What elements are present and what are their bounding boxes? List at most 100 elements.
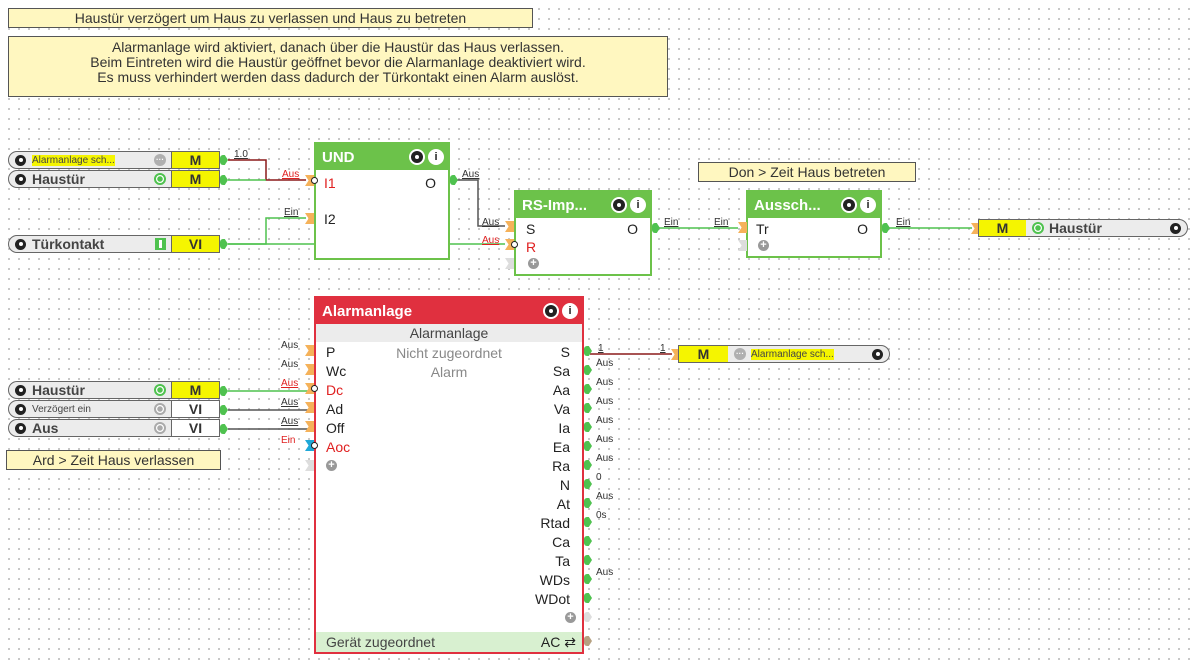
input-port[interactable]: [305, 175, 314, 186]
output-port[interactable]: [584, 346, 592, 356]
output-value-label: Aus: [596, 415, 614, 426]
input-port[interactable]: [305, 402, 314, 413]
block-title: Alarmanlage: [322, 302, 413, 320]
source-node-haustuer[interactable]: Haustür M: [8, 170, 228, 188]
und-block[interactable]: UND i I1 I2 O: [314, 142, 450, 260]
wire-label: Aus: [482, 235, 500, 246]
add-input-icon[interactable]: +: [528, 258, 539, 269]
output-port[interactable]: [584, 536, 592, 546]
contact-bar-icon: [155, 238, 166, 250]
output-pin: WDot: [535, 591, 570, 607]
info-icon[interactable]: i: [562, 303, 578, 319]
output-port[interactable]: [584, 593, 592, 603]
sink-node-haustuer[interactable]: M Haustür: [978, 219, 1188, 237]
output-port[interactable]: [584, 384, 592, 394]
output-port[interactable]: [220, 155, 228, 165]
rs-imp-block[interactable]: RS-Imp... i S R O +: [514, 190, 652, 276]
gear-icon[interactable]: [872, 348, 883, 360]
source-node-alarmanlage[interactable]: Alarmanlage sch... M: [8, 151, 228, 169]
input-port[interactable]: [505, 221, 514, 232]
output-port[interactable]: [652, 223, 660, 233]
output-port[interactable]: [220, 239, 228, 249]
wire-tuerkontakt-to-und-i2: [228, 217, 306, 245]
block-footer: Gerät zugeordnet AC ⇄: [316, 632, 582, 652]
output-port[interactable]: [584, 479, 592, 489]
output-port[interactable]: [450, 175, 458, 185]
input-port[interactable]: [305, 364, 314, 375]
ac-port[interactable]: [584, 636, 592, 646]
input-port[interactable]: [305, 383, 314, 394]
output-port[interactable]: [584, 422, 592, 432]
output-pin: N: [559, 477, 570, 493]
settings-icon[interactable]: [543, 303, 559, 319]
node-label: Alarmanlage sch...: [32, 154, 115, 166]
gear-icon[interactable]: [15, 403, 26, 415]
output-port[interactable]: [882, 223, 890, 233]
input-pin-p: P: [326, 344, 336, 360]
input-value-label: Aus: [281, 416, 299, 427]
output-value-label: Aus: [596, 396, 614, 407]
add-input-icon[interactable]: +: [326, 460, 337, 471]
output-port[interactable]: [584, 555, 592, 565]
input-port[interactable]: [305, 345, 314, 356]
gear-icon[interactable]: [15, 384, 26, 396]
output-port[interactable]: [220, 175, 228, 185]
sink-node-alarmanlage[interactable]: M Alarmanlage sch...: [678, 345, 890, 363]
gear-icon[interactable]: [15, 238, 26, 250]
output-port[interactable]: [220, 386, 228, 396]
output-port[interactable]: [584, 498, 592, 508]
source-node-tuerkontakt[interactable]: Türkontakt VI: [8, 235, 228, 253]
output-port[interactable]: [584, 460, 592, 470]
input-port[interactable]: [971, 223, 980, 234]
add-input-port[interactable]: [505, 258, 514, 269]
gear-icon[interactable]: [15, 173, 26, 185]
input-port[interactable]: [305, 213, 314, 224]
output-value-label: Aus: [596, 377, 614, 388]
output-pin: Aa: [552, 382, 570, 398]
input-port[interactable]: [505, 239, 514, 250]
diagram-title-comment[interactable]: Haustür verzögert um Haus zu verlassen u…: [8, 8, 533, 28]
add-output-icon[interactable]: +: [565, 612, 576, 623]
output-pin: S: [560, 344, 570, 360]
settings-icon[interactable]: [611, 197, 627, 213]
source-node-haustuer-2[interactable]: Haustür M: [8, 381, 228, 399]
ausschaltverzoegerung-block[interactable]: Aussch... i Tr O +: [746, 190, 882, 258]
settings-icon[interactable]: [841, 197, 857, 213]
add-input-icon[interactable]: +: [758, 240, 769, 251]
invert-marker: [511, 241, 518, 248]
source-node-aus[interactable]: Aus VI: [8, 419, 228, 437]
block-title: UND: [322, 148, 355, 166]
output-port[interactable]: [584, 403, 592, 413]
input-port[interactable]: [305, 440, 314, 451]
input-port[interactable]: [305, 421, 314, 432]
node-label: Aus: [32, 420, 59, 436]
add-input-port[interactable]: [305, 460, 314, 471]
input-pin-wc: Wc: [326, 363, 347, 379]
output-port[interactable]: [220, 405, 228, 415]
output-value-label: Aus: [596, 491, 614, 502]
output-port[interactable]: [584, 517, 592, 527]
output-pin: Ea: [552, 439, 570, 455]
info-icon[interactable]: i: [630, 197, 646, 213]
status-dots-icon: [734, 348, 746, 360]
info-icon[interactable]: i: [860, 197, 876, 213]
output-port[interactable]: [584, 365, 592, 375]
gear-icon[interactable]: [1170, 222, 1181, 234]
gear-icon[interactable]: [15, 154, 26, 166]
alarmanlage-block[interactable]: Alarmanlage i Alarmanlage Nicht zugeordn…: [314, 296, 584, 654]
input-port[interactable]: [671, 349, 680, 360]
settings-icon[interactable]: [409, 149, 425, 165]
gear-icon[interactable]: [15, 422, 26, 434]
don-note-comment[interactable]: Don > Zeit Haus betreten: [698, 162, 916, 182]
add-input-port[interactable]: [738, 240, 747, 251]
node-type: M: [172, 381, 220, 399]
output-port[interactable]: [584, 441, 592, 451]
input-port[interactable]: [738, 222, 747, 233]
output-port[interactable]: [584, 574, 592, 584]
add-output-port[interactable]: [584, 612, 592, 622]
description-comment[interactable]: Alarmanlage wird aktiviert, danach über …: [8, 36, 668, 97]
output-port[interactable]: [220, 424, 228, 434]
source-node-verzoegert[interactable]: Verzögert ein VI: [8, 400, 228, 418]
ard-note-comment[interactable]: Ard > Zeit Haus verlassen: [6, 450, 221, 470]
info-icon[interactable]: i: [428, 149, 444, 165]
